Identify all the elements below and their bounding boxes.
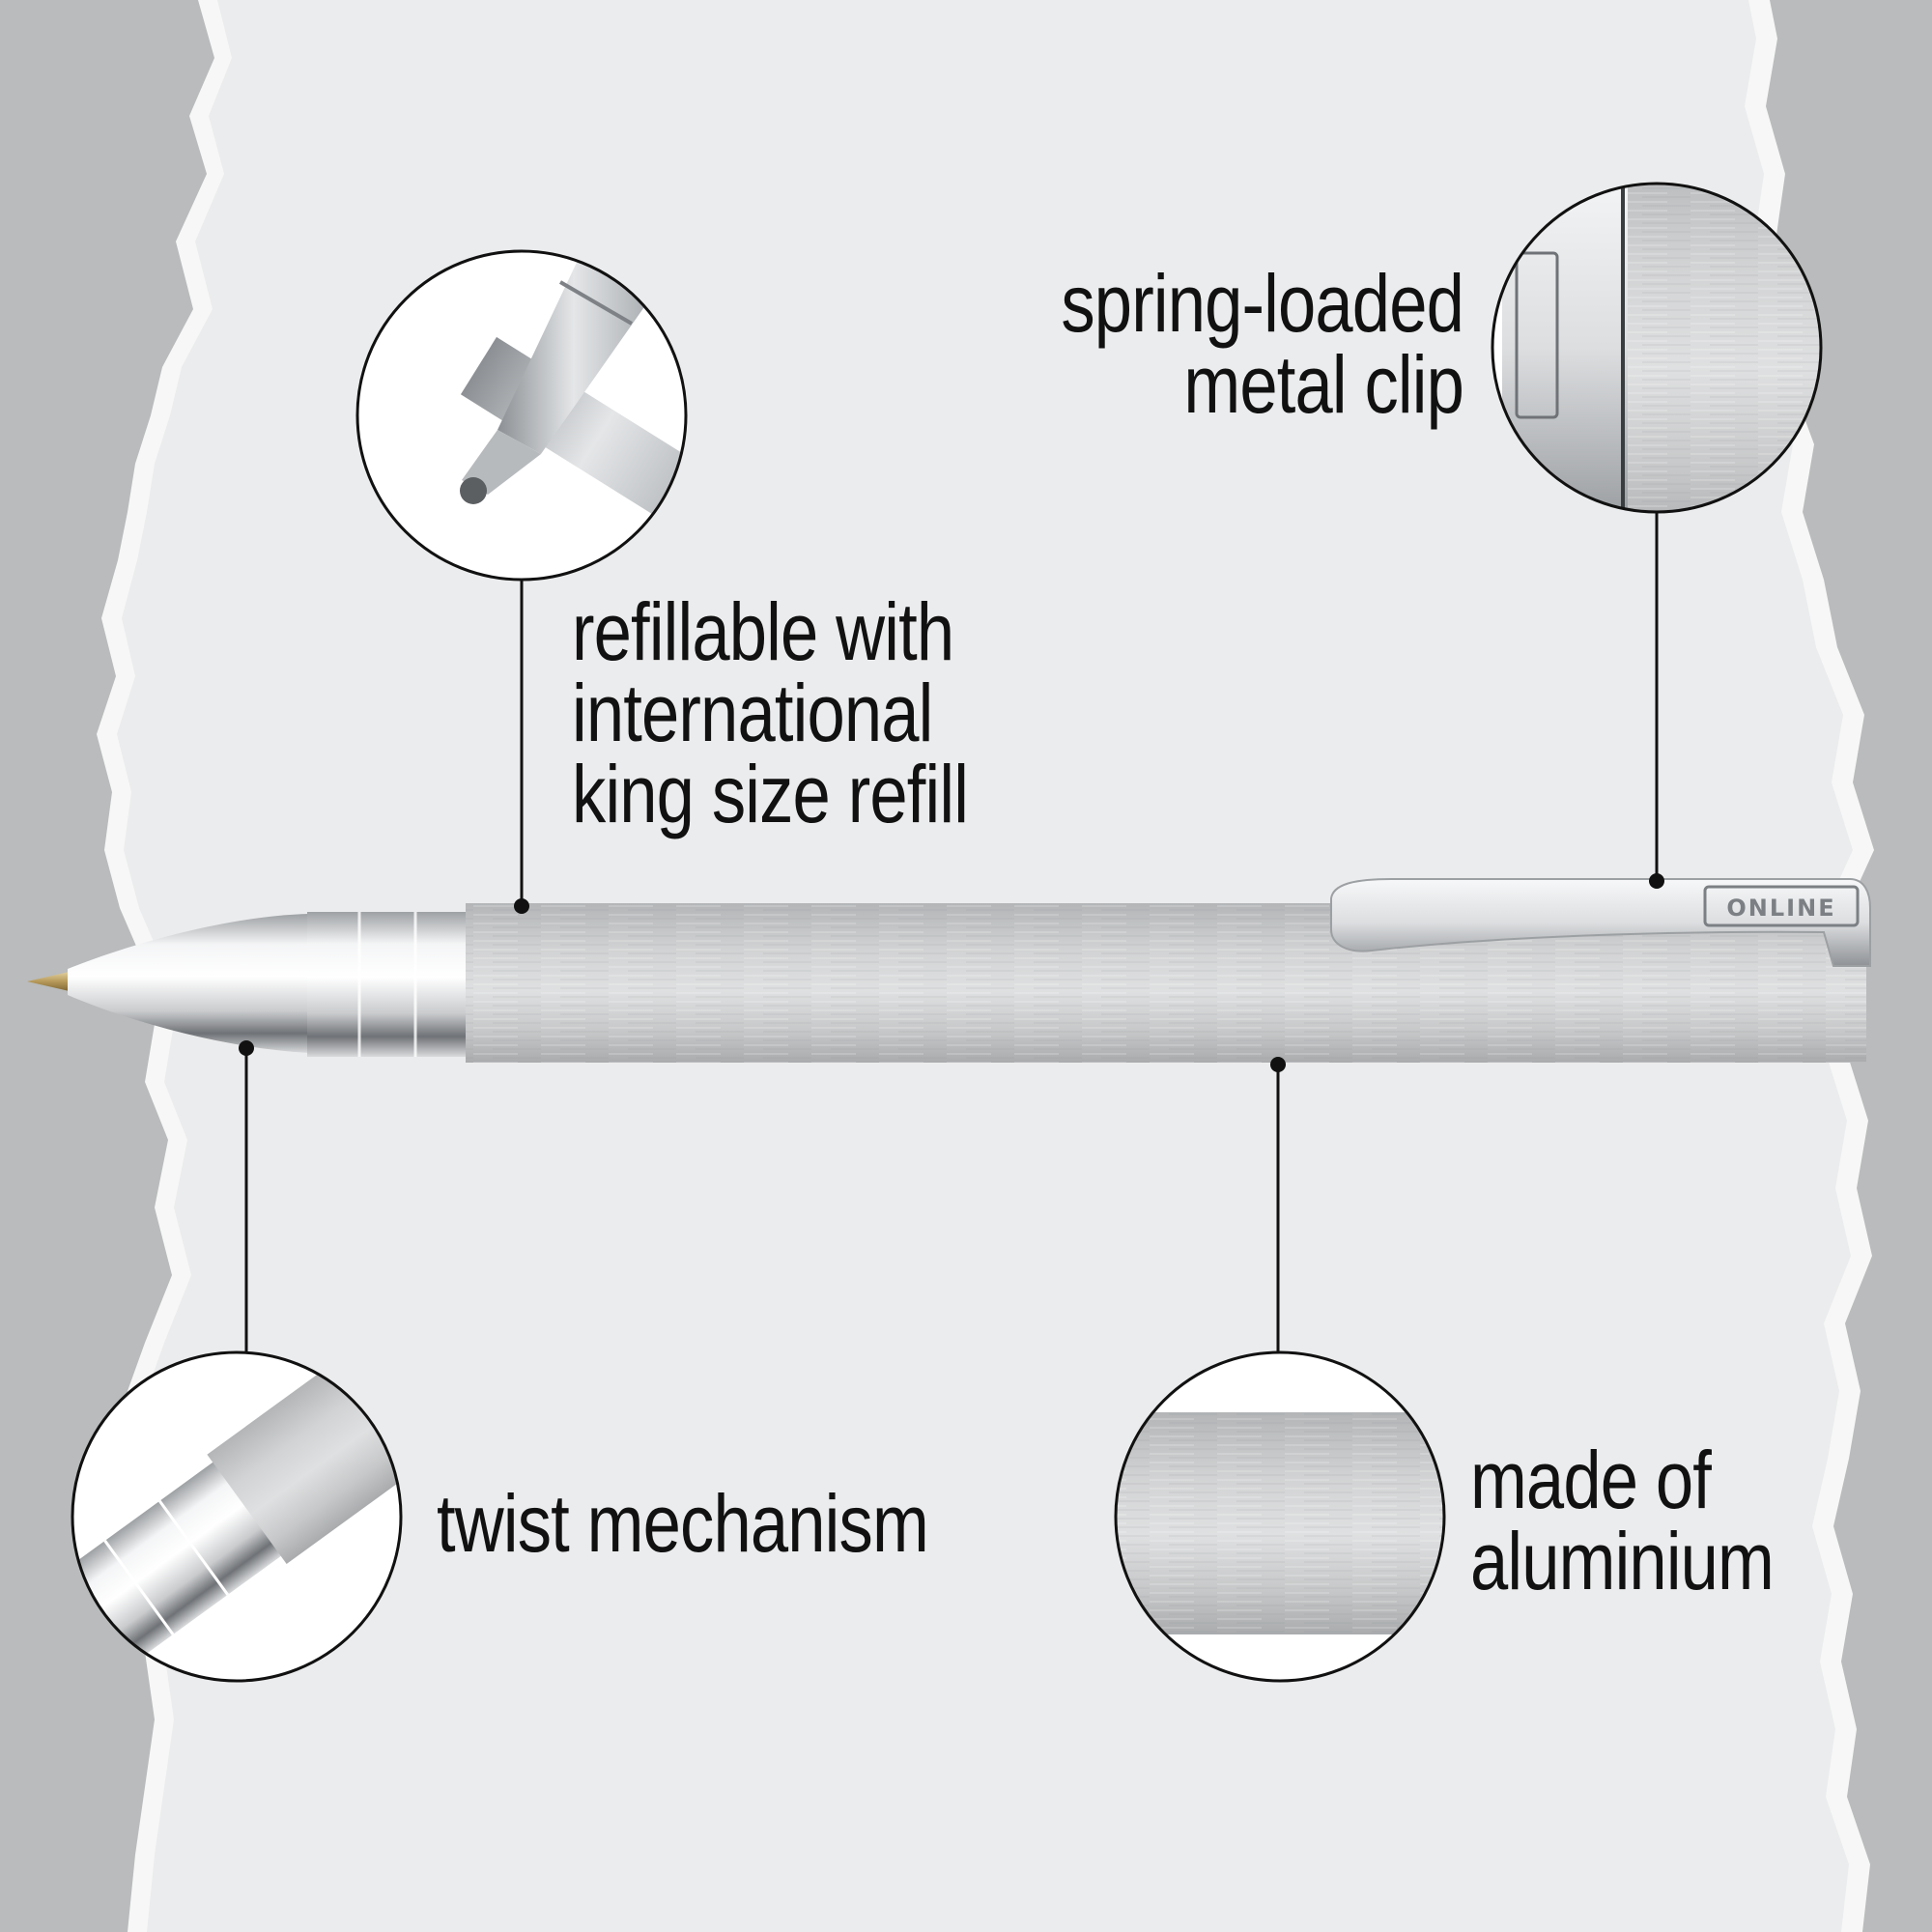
feature-label-refill-line-1: refillable with [572,586,954,677]
feature-label-clip-line-1: spring-loaded [1061,258,1463,349]
feature-label-twist-line-1: twist mechanism [437,1478,929,1569]
feature-label-twist: twist mechanism [437,1478,929,1569]
refill-tip-icon [355,249,688,582]
feature-label-refill-line-3: king size refill [572,749,969,839]
feature-label-refill-line-2: international [572,668,933,758]
feature-label-material: made of aluminium [1470,1435,1775,1606]
anchor-dot-material [1270,1057,1286,1072]
anchor-dot-clip [1649,873,1664,889]
pen-twist-ring [307,912,468,1057]
anchor-dot-twist [239,1040,254,1056]
feature-label-material-line-2: aluminium [1470,1516,1775,1606]
pen-writing-tip [27,971,73,992]
pen-clip [1330,878,1871,967]
clip-engraving-plate [1703,885,1860,927]
clip-brand-engraving: ONLINE [1726,895,1835,922]
feature-label-material-line-1: made of [1470,1435,1712,1525]
feature-label-clip: spring-loaded metal clip [1061,263,1463,425]
aluminium-surface-icon [1114,1350,1446,1683]
anchor-dot-refill [514,898,529,914]
anchor-dots [239,873,1664,1072]
pen-nose-cone [68,914,309,1053]
feature-label-clip-line-2: metal clip [1183,339,1463,430]
leader-lines [244,512,1659,1352]
pen: ONLINE [27,878,1871,1063]
twist-mechanism-icon [71,1350,403,1683]
feature-label-refill: refillable with international king size … [572,586,969,839]
